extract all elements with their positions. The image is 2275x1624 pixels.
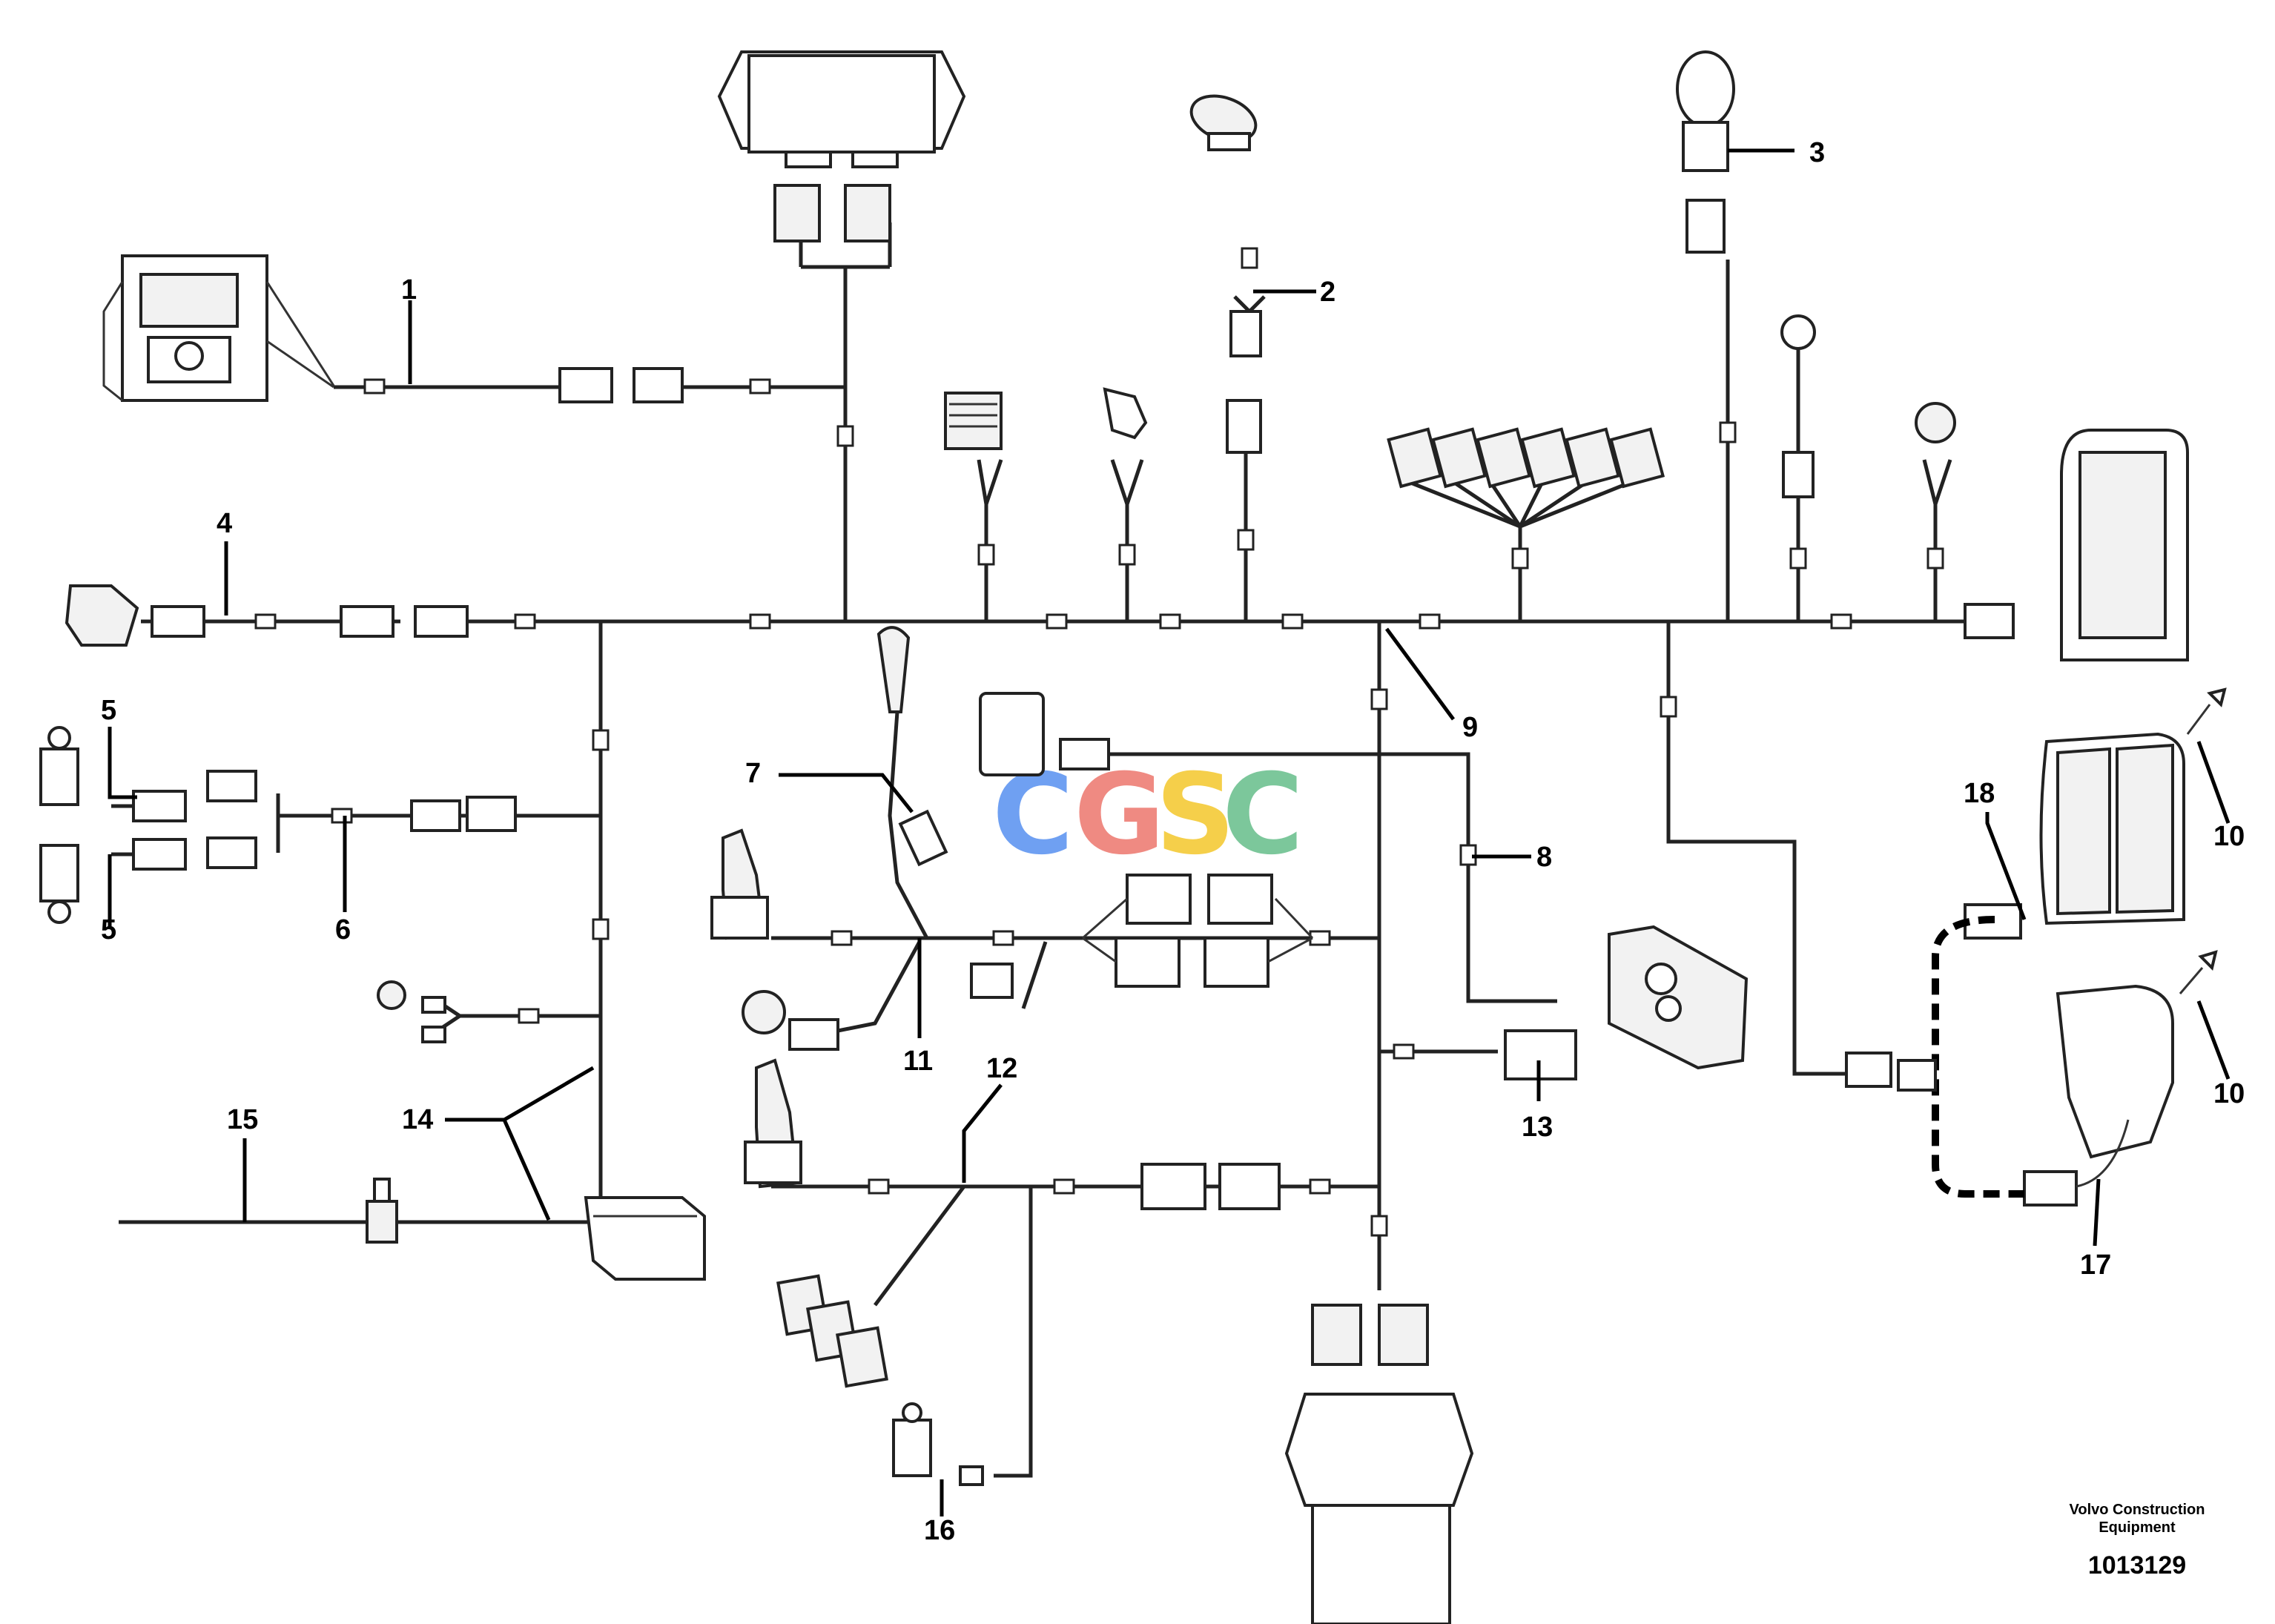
callout-7: 7 <box>745 758 761 789</box>
keypad-icon <box>979 692 1110 776</box>
callout-15: 15 <box>227 1104 258 1135</box>
figure-footer: Volvo Construction Equipment 1013129 <box>2048 1501 2226 1580</box>
callout-5a: 5 <box>101 695 116 726</box>
harness-clips <box>254 247 1944 1237</box>
rocker-switch-icon <box>1387 427 1665 489</box>
callout-2: 2 <box>1320 277 1335 308</box>
light-bulb-icon <box>1676 50 1735 254</box>
work-lamp-icon <box>1103 387 1148 440</box>
engine-icon <box>102 254 335 402</box>
control-unit-icon <box>717 50 966 242</box>
limit-switch-icon <box>892 1402 984 1486</box>
callout-9: 9 <box>1462 712 1478 743</box>
callout-3: 3 <box>1809 137 1825 168</box>
callout-11: 11 <box>903 1046 933 1077</box>
control-unit-icon <box>1284 1304 1474 1624</box>
leader-lines <box>108 148 2231 1516</box>
limit-switch-icon <box>39 726 187 924</box>
publisher-line-1: Volvo Construction <box>2069 1502 2205 1518</box>
main-switch-icon <box>366 1178 398 1244</box>
callout-1: 1 <box>401 274 417 306</box>
watermark-letter: C <box>1222 750 1304 879</box>
callout-4: 4 <box>217 508 232 539</box>
callout-14: 14 <box>402 1104 433 1135</box>
sensor-icon <box>1189 94 1262 357</box>
rocker-switch-icon <box>776 1274 888 1388</box>
canopy-icon <box>2023 984 2174 1207</box>
connector-icon <box>206 770 517 869</box>
horn-icon <box>1915 402 1956 443</box>
cab-connector <box>1897 1059 1937 1092</box>
callout-12: 12 <box>986 1053 1017 1084</box>
display-monitor-icon <box>1964 429 2189 661</box>
watermark-letter: S <box>1155 750 1235 879</box>
figure-number: 1013129 <box>2087 1551 2187 1580</box>
watermark-letter: G <box>1074 750 1165 879</box>
connector-icon <box>970 874 1577 1210</box>
publisher-line-2: Equipment <box>2099 1519 2176 1536</box>
callout-18: 18 <box>1964 778 1995 809</box>
battery-icon <box>584 1196 706 1281</box>
antenna-icon <box>2179 687 2227 994</box>
callout-17: 17 <box>2080 1250 2111 1281</box>
callout-10b: 10 <box>2213 1078 2245 1109</box>
callout-13: 13 <box>1522 1112 1553 1143</box>
gear-lever-icon <box>876 626 948 867</box>
callout-10a: 10 <box>2213 821 2245 852</box>
callout-16: 16 <box>924 1515 955 1546</box>
ecu-icon <box>1608 925 1749 1070</box>
cab-icon <box>1964 732 2185 940</box>
work-lamp-icon <box>65 584 469 647</box>
sensor-icon <box>377 980 446 1043</box>
connector-icon <box>1226 399 1262 454</box>
callout-6: 6 <box>335 914 351 945</box>
sensor-icon <box>742 990 839 1051</box>
joystick-icon <box>710 828 802 1189</box>
callout-8: 8 <box>1536 842 1552 873</box>
cab-connector <box>1845 1052 1892 1088</box>
engine-connector <box>558 367 684 403</box>
callout-5b: 5 <box>101 914 116 945</box>
relay-icon <box>944 392 1003 450</box>
callout-labels: 1 2 3 4 5 5 6 7 8 9 10 10 11 12 13 14 15… <box>101 137 2245 1546</box>
alternative-link <box>1932 916 2024 1198</box>
indicator-icon <box>1780 314 1816 498</box>
